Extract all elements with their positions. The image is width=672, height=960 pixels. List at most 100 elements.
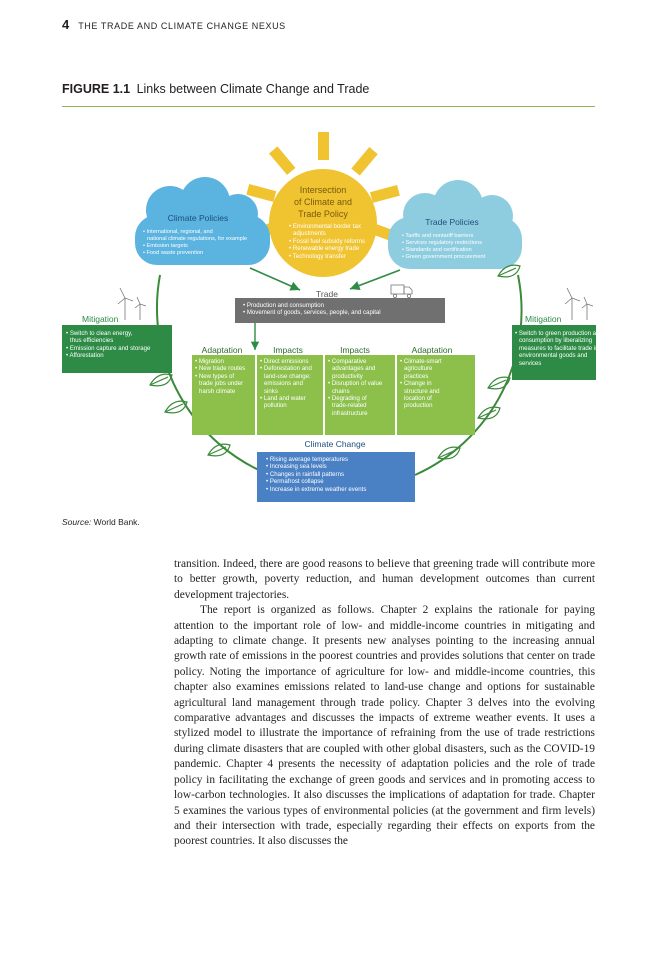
trade-item: • Production and consumption [243, 302, 325, 309]
climate-change-item: • Increase in extreme weather events [266, 485, 367, 493]
adaptation-right-column [397, 355, 475, 435]
climate-change-item: • Rising average temperatures [266, 456, 349, 463]
column-item: trade jobs under [199, 380, 244, 388]
column-item: harsh climate [199, 387, 236, 395]
column-item: emissions and [264, 380, 303, 388]
figure-title-text: Links between Climate Change and Trade [136, 82, 370, 96]
mitigation-left-title: Mitigation [82, 314, 119, 324]
intersection-title-line: of Climate and [294, 197, 352, 207]
leaf-icon [477, 406, 501, 420]
impacts-left-title: Impacts [273, 345, 303, 355]
sun-core [269, 169, 377, 277]
leaf-icon [164, 400, 188, 414]
climate-policy-item: • Emission targets [143, 243, 188, 249]
column-item: • Migration [195, 358, 224, 365]
intersection-item: • Fossil fuel subsidy reforms [289, 237, 365, 245]
mitigation-item: • Afforestation [66, 352, 104, 360]
column-item: • New types of [195, 372, 235, 380]
column-item: • Change in [400, 380, 432, 388]
body-text: transition. Indeed, there are good reaso… [174, 557, 595, 850]
trade-policies-items: • Tariffs and nontariff barriers • Servi… [402, 233, 485, 261]
mitigation-left-items: • Switch to clean energy, thus efficienc… [66, 330, 150, 360]
page-number: 4 [62, 17, 70, 32]
intersection-title-line: Intersection [300, 185, 347, 195]
leaf-icon [487, 376, 511, 390]
column-item: location of [404, 395, 432, 403]
trade-box [235, 298, 445, 323]
column-item: • Comparative [328, 358, 367, 365]
impacts-right-items: • Comparative advantages and productivit… [328, 358, 382, 417]
intersection-item: adjustments [293, 230, 326, 238]
column-item: land-use change: [264, 372, 311, 380]
intersection-title: Intersection of Climate and Trade Policy [294, 185, 352, 219]
trade-policy-item: • Services regulatory restrictions [402, 240, 482, 246]
climate-change-item: • Changes in rainfall patterns [266, 470, 345, 478]
trade-item: • Movement of goods, services, people, a… [243, 309, 381, 317]
mitigation-item: environmental goods and [519, 352, 588, 360]
column-item: • Degrading of [328, 395, 367, 403]
column-item: advantages and [332, 365, 376, 373]
leaf-icon [207, 443, 231, 457]
climate-change-item: • Increasing sea levels [266, 463, 327, 471]
impacts-left-items: • Direct emissions • Deforestation and l… [260, 358, 312, 410]
figure-title: FIGURE 1.1 Links between Climate Change … [62, 82, 369, 96]
climate-policies-items: • International, regional, and national … [143, 229, 247, 257]
column-item: • Direct emissions [260, 358, 309, 365]
mitigation-right-title: Mitigation [525, 314, 562, 324]
figure-rule [62, 106, 595, 107]
column-item: • Land and water [260, 395, 306, 403]
wind-turbine-icon [564, 287, 594, 320]
running-head: 4 THE TRADE AND CLIMATE CHANGE NEXUS [62, 17, 286, 32]
mitigation-item: consumption by liberalizing [519, 337, 593, 345]
adaptation-left-title: Adaptation [202, 345, 243, 355]
wind-turbine-icon [117, 287, 147, 320]
leaf-icon [497, 264, 521, 278]
mitigation-right-items: • Switch to green production and consump… [515, 330, 603, 367]
column-item: production [404, 402, 433, 410]
leaf-icon [149, 373, 173, 387]
source-label: Source: [62, 517, 92, 527]
mitigation-item: thus efficiencies [70, 337, 114, 345]
trade-policy-item: • Standards and certification [402, 247, 472, 253]
column-item: practices [404, 372, 429, 380]
mitigation-item: services [519, 359, 542, 367]
trade-policy-item: • Green government procurement [402, 254, 486, 260]
cycle-ring [155, 274, 271, 476]
figure-label: FIGURE 1.1 [62, 82, 131, 96]
running-title: THE TRADE AND CLIMATE CHANGE NEXUS [78, 21, 286, 31]
climate-policy-item: • Food waste prevention [143, 250, 204, 256]
trade-policies-cloud [388, 180, 522, 269]
truck-icon [390, 284, 413, 298]
mitigation-item: • Switch to clean energy, [66, 330, 133, 337]
leaf-icon [437, 446, 461, 460]
column-item: agriculture [404, 365, 433, 373]
column-item: • Disruption of value [328, 380, 383, 388]
climate-policies-cloud [135, 177, 270, 265]
mitigation-left-box [62, 325, 172, 373]
trade-items: • Production and consumption • Movement … [243, 302, 381, 317]
body-paragraph: transition. Indeed, there are good reaso… [174, 558, 595, 601]
column-item: • New trade routes [195, 365, 246, 373]
body-paragraph: The report is organized as follows. Chap… [174, 604, 595, 848]
climate-change-item: • Permafrost collapse [266, 478, 324, 486]
intersection-title-line: Trade Policy [298, 209, 348, 219]
column-item: • Climate-smart [400, 358, 442, 365]
column-item: productivity [332, 372, 363, 380]
figure-source: Source: World Bank. [62, 517, 140, 527]
column-item: structure and [404, 387, 440, 395]
column-item: chains [332, 387, 350, 395]
column-item: pollution [264, 402, 287, 410]
intersection-item: • Technology transfer [289, 252, 346, 260]
mitigation-item: • Switch to green production and [515, 330, 603, 337]
column-item: trade-related [332, 402, 367, 410]
adaptation-left-items: • Migration • New trade routes • New typ… [195, 358, 245, 395]
impacts-left-column [257, 355, 323, 435]
impacts-right-column [325, 355, 395, 435]
trade-policy-item: • Tariffs and nontariff barriers [402, 233, 474, 239]
column-item: infrastructure [332, 409, 368, 417]
mitigation-right-box [512, 325, 596, 380]
intersection-item: • Renewable energy trade [289, 245, 360, 253]
intersection-items: • Environmental border tax adjustments •… [289, 223, 365, 260]
column-item: sinks [264, 387, 278, 395]
